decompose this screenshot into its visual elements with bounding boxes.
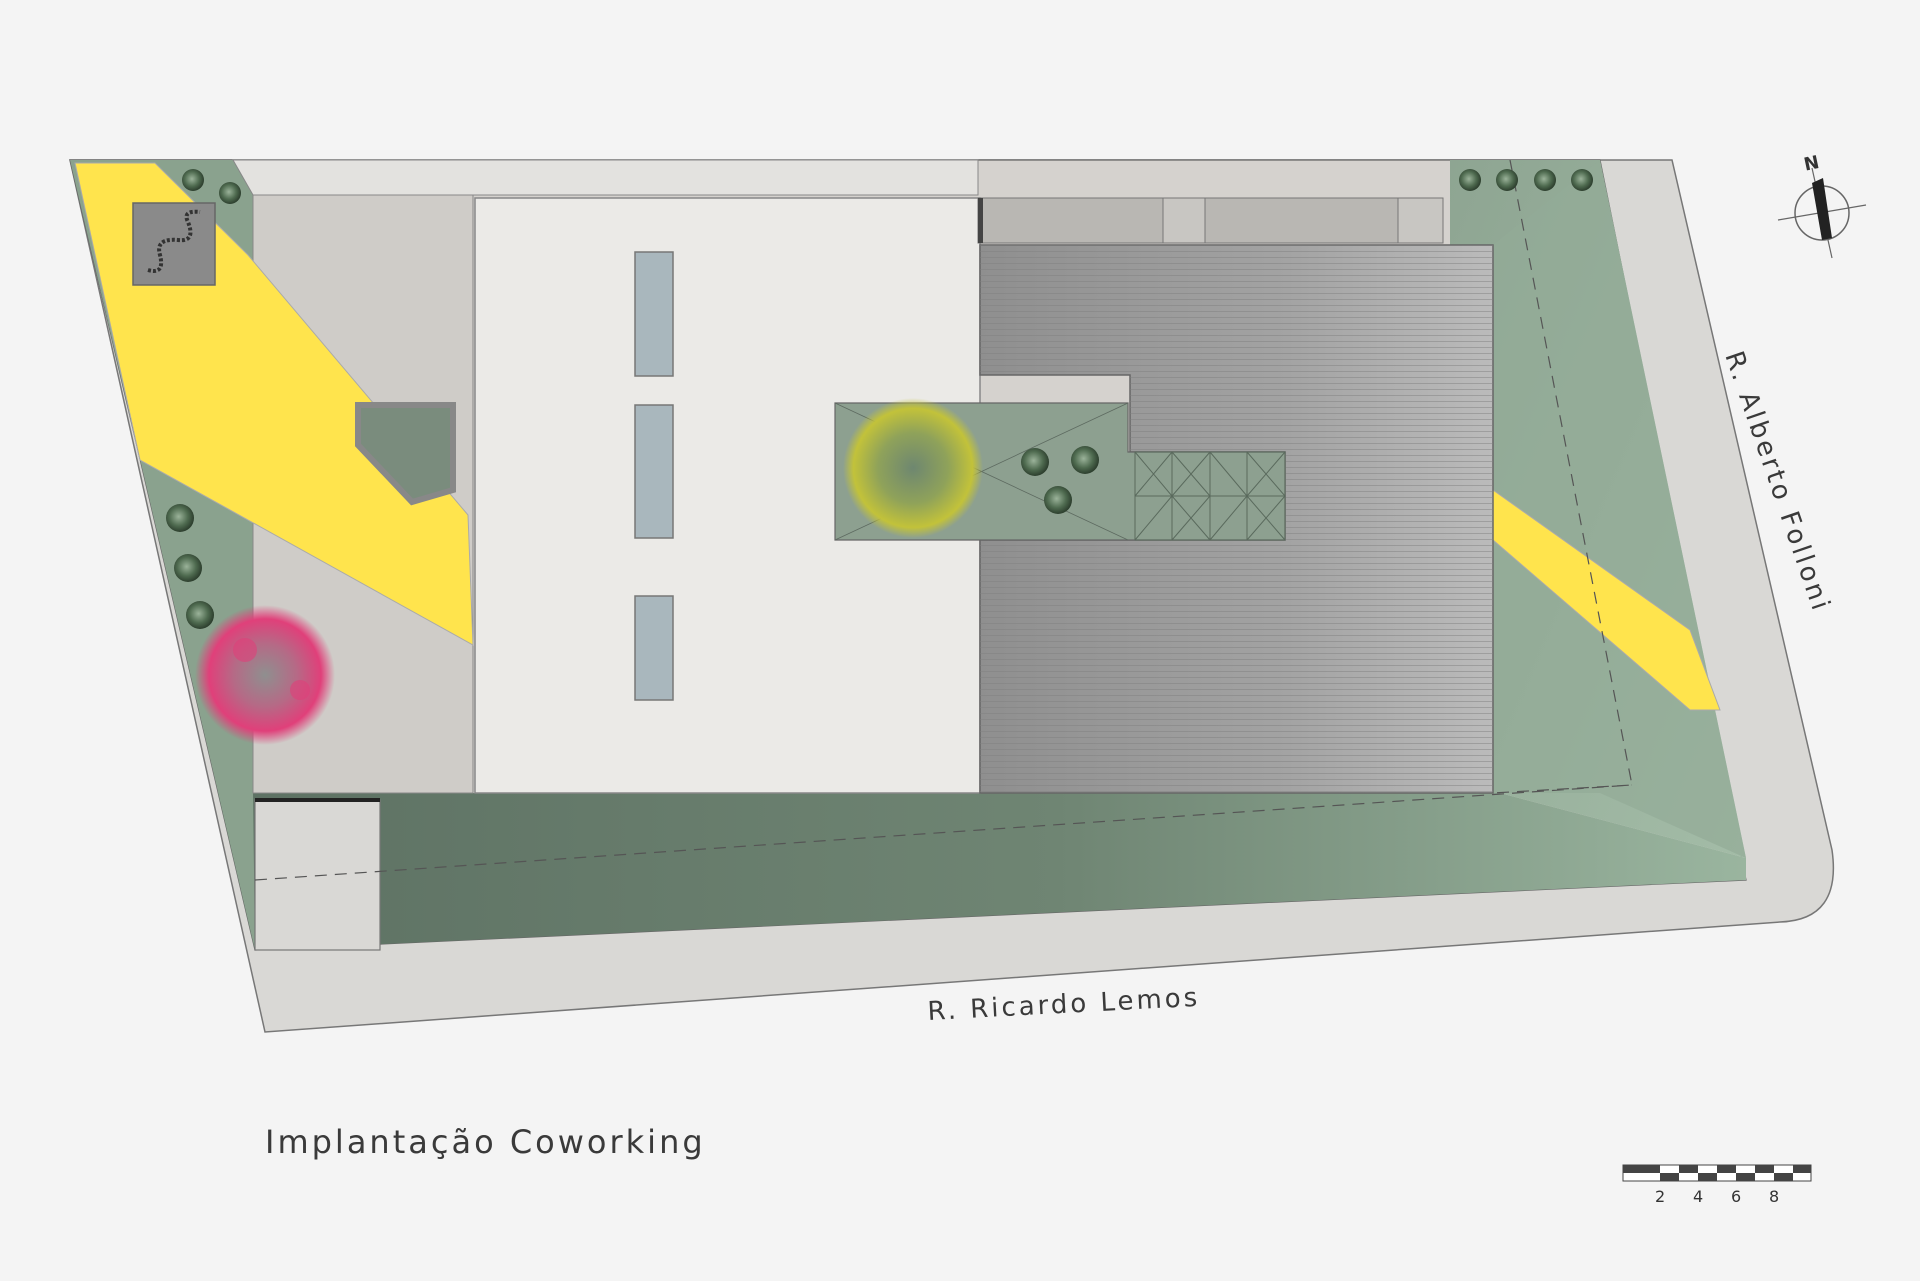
left-paving-top: [232, 159, 979, 196]
tree-icon: [195, 605, 335, 745]
north-arrow-icon: N: [1777, 152, 1867, 259]
page-title: Implantação Coworking: [265, 1123, 706, 1161]
scale-label: 4: [1693, 1187, 1703, 1206]
grid-pavers: [1134, 451, 1286, 541]
scale-label: 2: [1655, 1187, 1665, 1206]
lower-paving: [254, 799, 381, 951]
street-label-bottom: R. Ricardo Lemos: [927, 983, 1201, 1027]
scale-label: 6: [1731, 1187, 1741, 1206]
top-bays: [977, 197, 1444, 244]
tree-icon: [843, 398, 983, 538]
north-label: N: [1802, 152, 1821, 176]
skylight: [634, 595, 674, 701]
pentagon-planter: [355, 402, 456, 506]
shrub-icon: [166, 169, 1593, 629]
main-building: [474, 197, 981, 794]
skylight: [634, 404, 674, 539]
scale-bar: 2 4 6 8: [1622, 1164, 1812, 1206]
sculpture-icon: [132, 202, 216, 286]
skylight: [634, 251, 674, 377]
scale-label: 8: [1769, 1187, 1779, 1206]
front-lawn: [218, 793, 1746, 950]
setback-line: [254, 159, 1633, 881]
